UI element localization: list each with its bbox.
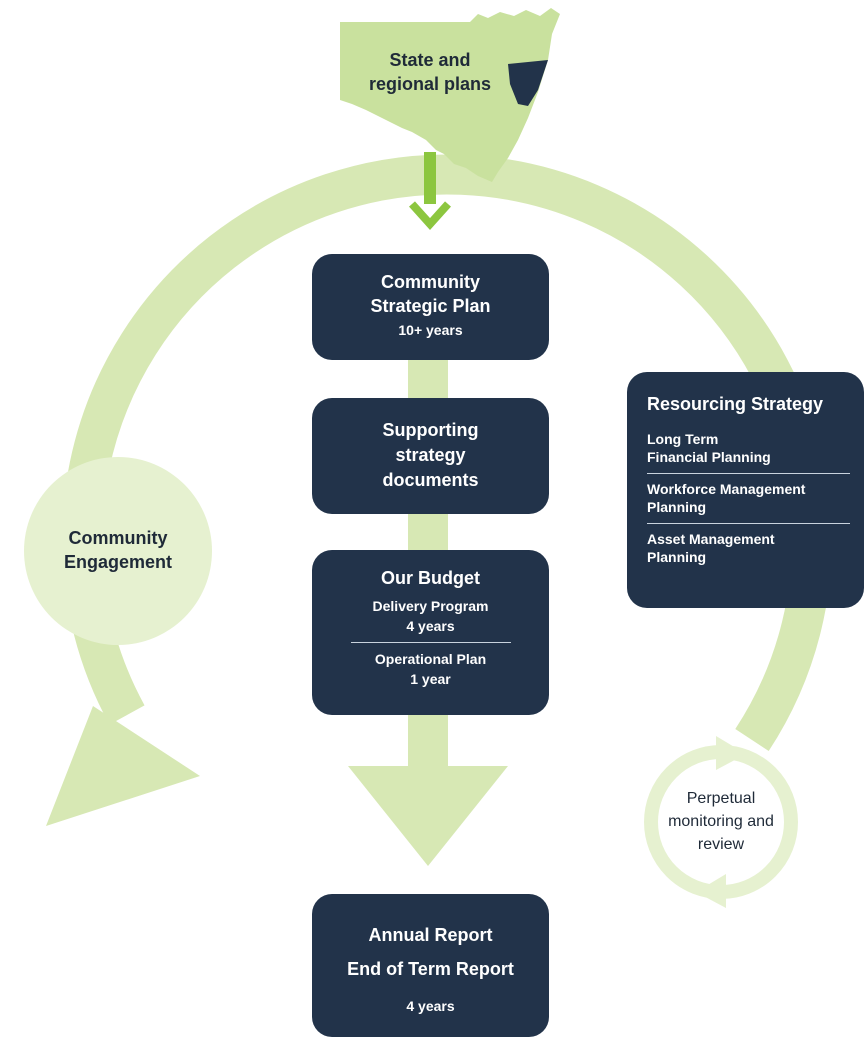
community-engagement-circle [24,457,212,645]
map-down-arrow-shaft [424,152,436,204]
community-strategic-plan-box: Community Strategic Plan 10+ years [312,254,549,360]
supporting-line-1: Supporting [382,420,479,440]
budget-title: Our Budget [381,568,480,588]
perpetual-monitoring-label: Perpetual monitoring and review [656,787,786,856]
budget-down-arrow-head [348,766,508,866]
operational-plan-duration: 1 year [410,671,451,687]
operational-plan-label: Operational Plan [374,651,487,667]
community-engagement-label: Community Engagement [34,526,202,574]
supporting-line-3: documents [382,470,479,490]
supporting-strategy-documents-box: Supporting strategy documents [312,398,549,514]
asset-line-2: Planning [647,549,707,565]
resourcing-item-asset: Asset Management Planning [647,523,850,573]
end-of-term-report-title: End of Term Report [347,959,514,979]
annual-report-box: Annual Report End of Term Report 4 years [312,894,549,1037]
monitoring-cycle-arrow-top [716,736,746,770]
financial-line-1: Long Term [647,431,719,447]
csp-title-line-2: Strategic Plan [370,296,491,316]
nsw-map-icon [340,8,560,182]
map-down-arrow-head [409,201,451,230]
state-plans-line-1: State and [389,50,471,70]
resourcing-strategy-title: Resourcing Strategy [647,394,824,414]
monitoring-cycle-arrow-bottom [696,874,726,908]
annual-report-duration: 4 years [406,998,455,1014]
delivery-program-duration: 4 years [406,618,455,634]
state-regional-plans-label: State and regional plans [360,48,500,96]
monitoring-line-1: Perpetual [686,790,756,807]
state-plans-line-3: plans [444,74,492,94]
region-highlight-icon [508,60,548,106]
budget-divider [350,642,511,643]
state-plans-line-2: regional [368,74,439,94]
resourcing-item-financial: Long Term Financial Planning [647,424,850,473]
csp-title-line-1: Community [381,272,480,292]
engagement-line-1: Community [68,528,168,548]
csp-duration: 10+ years [398,322,463,338]
our-budget-box: Our Budget Delivery Program 4 years Oper… [312,550,549,715]
workforce-line-2: Planning [647,499,707,515]
resourcing-item-workforce: Workforce Management Planning [647,473,850,523]
resourcing-strategy-box: Resourcing Strategy Long Term Financial … [627,372,864,608]
asset-line-1: Asset Management [647,531,775,547]
workforce-line-1: Workforce Management [647,481,806,497]
engagement-line-2: Engagement [63,552,173,572]
budget-down-arrow-shaft [408,712,448,768]
cycle-arrowhead [46,706,200,826]
monitoring-line-3: and review [697,813,774,853]
monitoring-line-2: monitoring [668,813,743,830]
annual-report-title: Annual Report [368,925,493,945]
financial-line-2: Financial Planning [647,449,771,465]
delivery-program-label: Delivery Program [372,598,489,614]
supporting-line-2: strategy [395,445,466,465]
